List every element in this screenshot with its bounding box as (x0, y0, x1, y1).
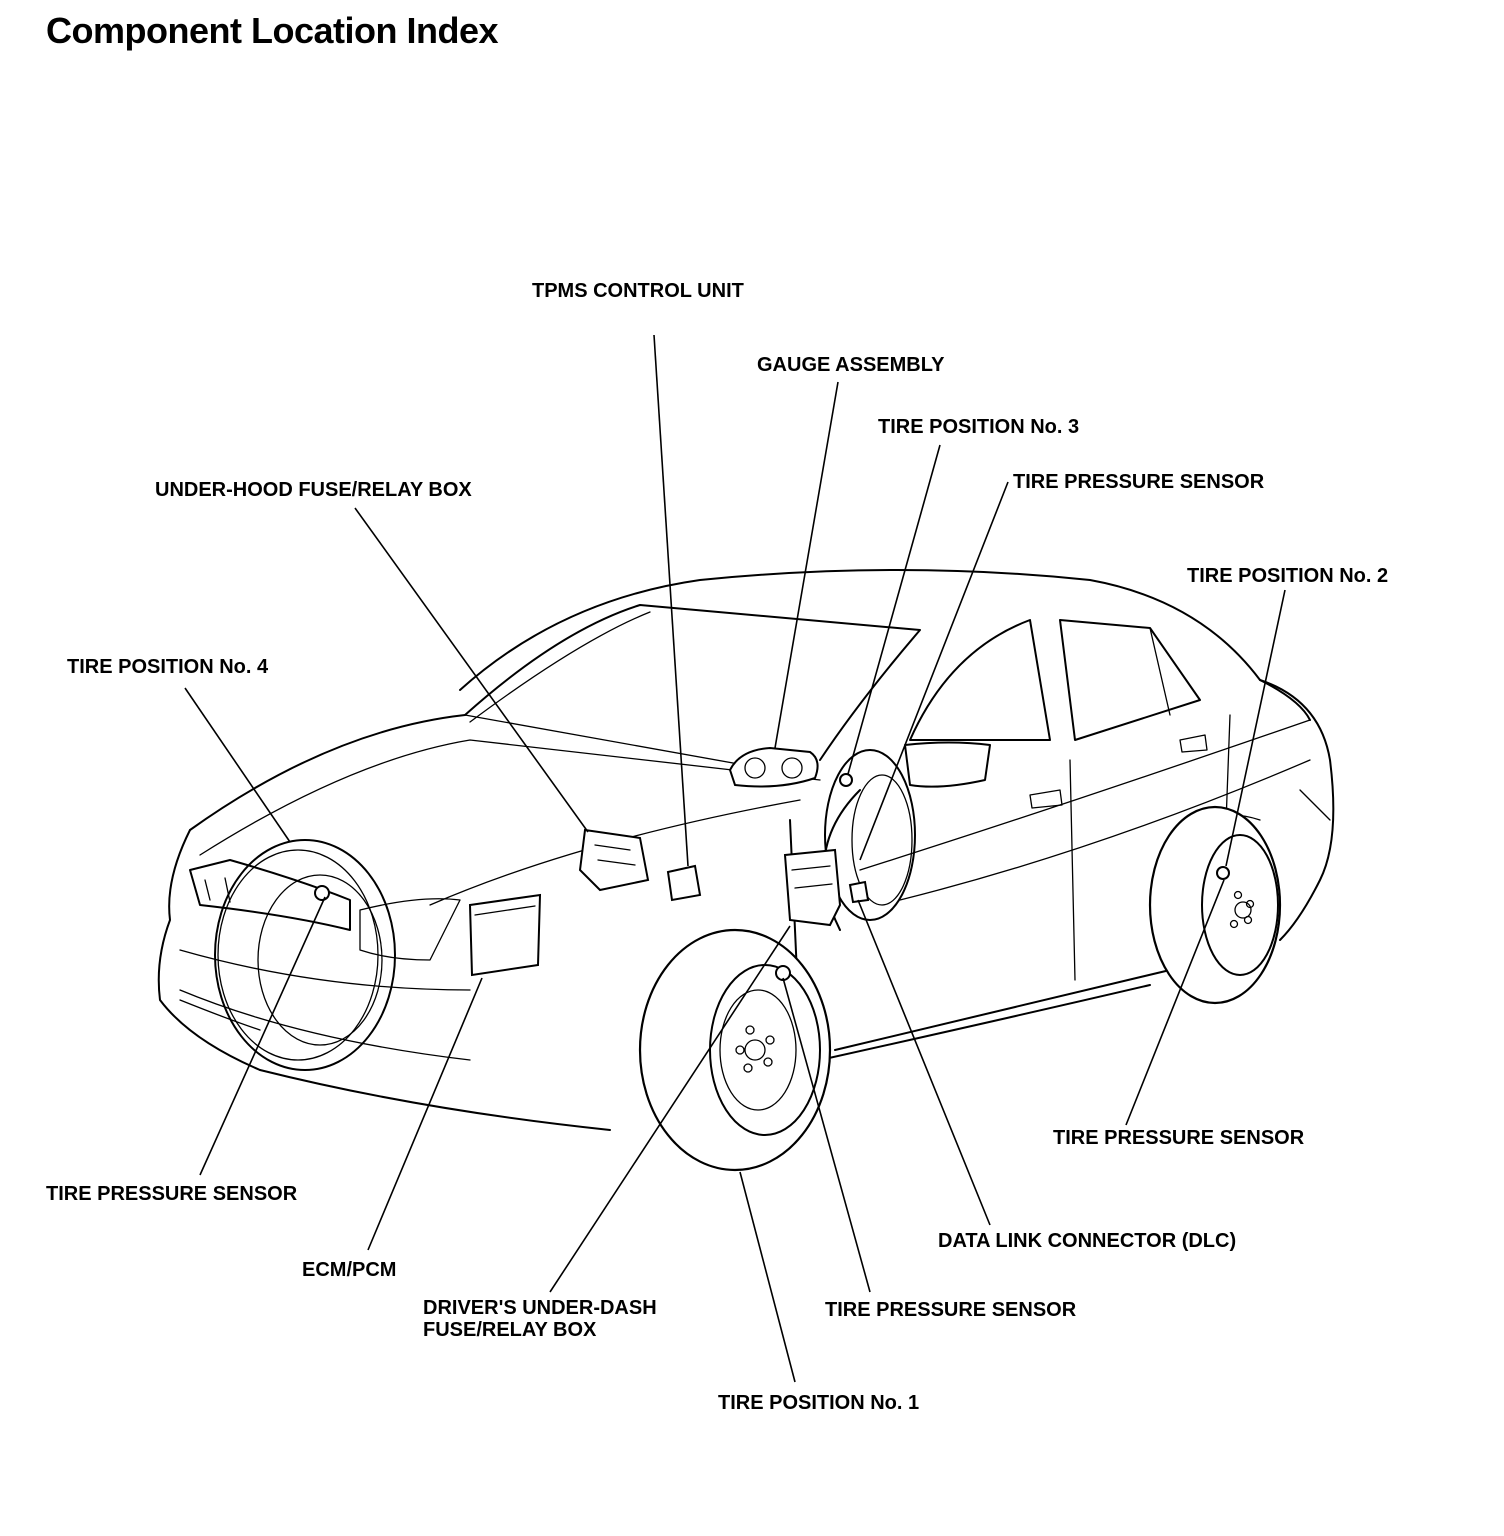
label-tire-position-1: TIRE POSITION No. 1 (718, 1392, 920, 1414)
tire-pressure-sensor-3 (839, 773, 853, 787)
tire-position-3 (824, 749, 916, 921)
tire-pressure-sensor-1 (775, 965, 791, 981)
car-outline (157, 569, 1335, 1131)
label-tpms-control-unit: TPMS CONTROL UNIT (532, 280, 744, 302)
tpms-control-unit (666, 864, 702, 902)
label-under-hood-fuse-box: UNDER-HOOD FUSE/RELAY BOX (155, 479, 472, 501)
label-under-dash-fuse-box-line1: DRIVER'S UNDER-DASH (423, 1297, 657, 1319)
label-tire-pressure-sensor-4: TIRE PRESSURE SENSOR (46, 1183, 298, 1205)
label-ecm-pcm: ECM/PCM (302, 1259, 397, 1281)
label-tire-position-2: TIRE POSITION No. 2 (1187, 565, 1389, 587)
tire-position-4 (214, 839, 396, 1071)
label-tire-position-3: TIRE POSITION No. 3 (878, 416, 1080, 438)
ecm-pcm (468, 893, 542, 977)
under-hood-fuse-box (578, 828, 650, 892)
label-tire-pressure-sensor-1: TIRE PRESSURE SENSOR (825, 1299, 1077, 1321)
page-title: Component Location Index (46, 10, 499, 51)
leader-lines (184, 334, 1286, 1383)
label-tire-pressure-sensor-2: TIRE PRESSURE SENSOR (1053, 1127, 1305, 1149)
tire-position-1 (638, 928, 832, 1172)
label-data-link-connector: DATA LINK CONNECTOR (DLC) (938, 1230, 1237, 1252)
label-tire-position-4: TIRE POSITION No. 4 (67, 656, 269, 678)
label-tire-pressure-sensor-3: TIRE PRESSURE SENSOR (1013, 471, 1265, 493)
label-under-dash-fuse-box-line2: FUSE/RELAY BOX (423, 1319, 597, 1341)
tire-position-2 (1148, 805, 1282, 1005)
data-link-connector (848, 880, 870, 904)
tire-pressure-sensor-2 (1216, 866, 1230, 880)
label-gauge-assembly: GAUGE ASSEMBLY (757, 354, 945, 376)
under-dash-fuse-box (783, 848, 842, 927)
gauge-assembly (728, 746, 819, 788)
tire-pressure-sensor-4 (314, 885, 330, 901)
